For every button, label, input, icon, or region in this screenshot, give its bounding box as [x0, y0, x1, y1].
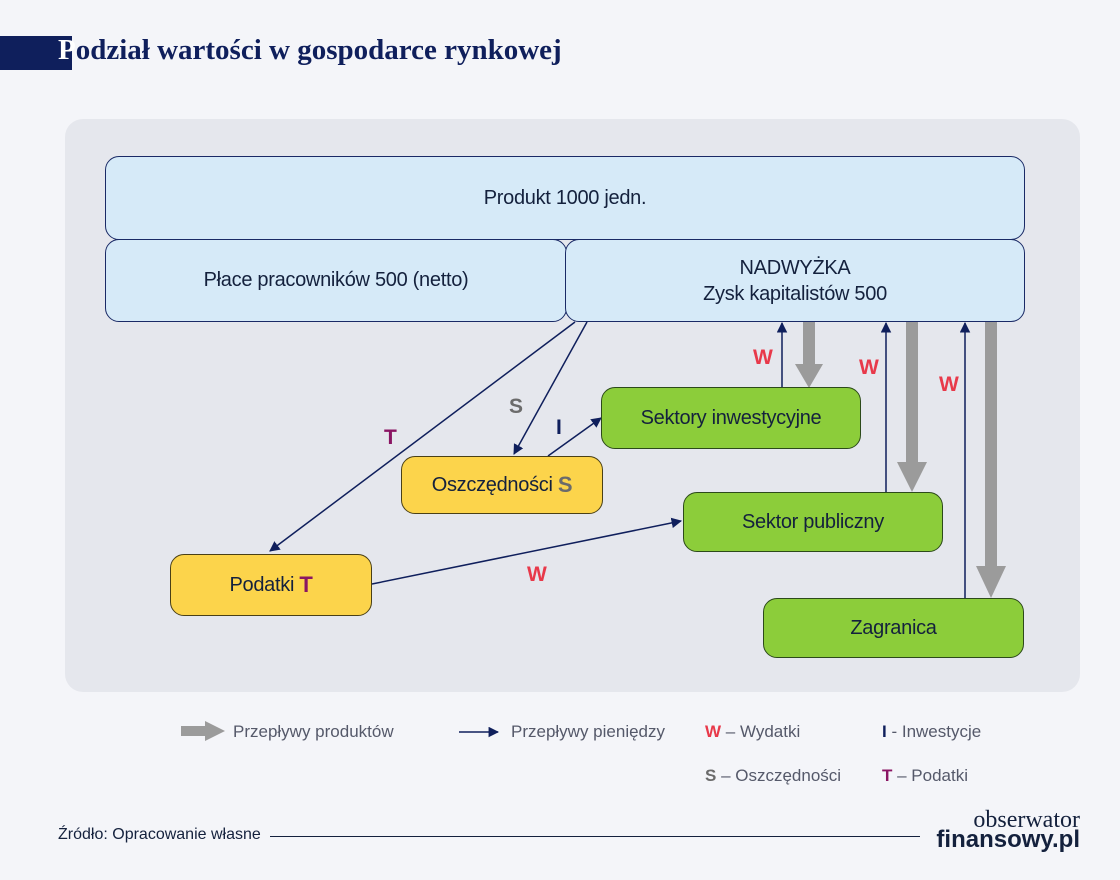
box-surplus-line1: NADWYŻKA — [739, 256, 851, 279]
page-title: Podział wartości w gospodarce rynkowej — [58, 34, 562, 67]
legend-t-key: T — [882, 766, 893, 785]
publisher-logo: obserwator finansowy.pl — [930, 807, 1080, 853]
product-flow-to-investment-shaft — [803, 322, 815, 366]
box-taxes-mark: T — [299, 572, 313, 597]
product-flow-to-public-head — [897, 462, 927, 492]
flow-label-w-abroad: W — [939, 373, 959, 396]
legend-taxes: T – Podatki — [882, 766, 968, 786]
box-taxes-label: Podatki — [229, 573, 295, 596]
source-divider — [270, 836, 920, 837]
legend-i-key: I — [882, 722, 887, 741]
box-product-label: Produkt 1000 jedn. — [483, 186, 647, 209]
box-savings: Oszczędności S — [401, 456, 603, 514]
flow-label-w-taxes-to-public: W — [527, 563, 547, 586]
legend-s-key: S — [705, 766, 717, 785]
money-flow-surplus-to-taxes — [269, 321, 576, 552]
box-abroad-label: Zagranica — [850, 616, 937, 639]
legend-s-text: – Oszczędności — [716, 766, 842, 785]
box-savings-mark: S — [557, 472, 573, 497]
box-wages-label: Płace pracowników 500 (netto) — [203, 269, 469, 291]
flow-label-w-public: W — [859, 356, 879, 379]
legend-product-flow-shaft — [181, 726, 207, 736]
money-flow-savings-to-investment — [547, 417, 602, 457]
product-flow-to-public-shaft — [906, 322, 918, 464]
flow-label-savings: S — [509, 395, 524, 418]
box-investment-sectors: Sektory inwestycyjne — [601, 387, 861, 449]
box-public-sector-label: Sektor publiczny — [742, 510, 884, 533]
legend-expenses: W – Wydatki — [705, 722, 800, 742]
logo-line2: finansowy.pl — [936, 826, 1080, 853]
money-flow-taxes-to-public — [371, 517, 683, 585]
title-first-letter: P — [58, 34, 76, 66]
title-accent-bar — [0, 36, 72, 70]
legend-product-flow-head — [205, 721, 225, 741]
box-investment-sectors-label: Sektory inwestycyjne — [640, 406, 822, 429]
flow-label-w-investment: W — [753, 346, 773, 369]
flow-label-taxes: T — [384, 426, 397, 449]
source-note: Źródło: Opracowanie własne — [58, 826, 261, 843]
flow-label-investment: I — [556, 416, 562, 439]
legend-t-text: – Podatki — [892, 766, 968, 785]
box-surplus-line2: Zysk kapitalistów 500 — [703, 282, 887, 305]
box-abroad: Zagranica — [763, 598, 1024, 658]
legend-savings: S – Oszczędności — [705, 766, 841, 786]
legend-i-text: - Inwestycje — [886, 722, 982, 741]
box-product: Produkt 1000 jedn. — [105, 156, 1025, 240]
legend-investments: I - Inwestycje — [882, 722, 981, 742]
logo-line1: obserwator — [973, 807, 1080, 833]
box-taxes: Podatki T — [170, 554, 372, 616]
box-wages: Płace pracowników 500 (netto) — [105, 239, 567, 322]
legend-money-flows: Przepływy pieniędzy — [511, 722, 666, 741]
title-rest: odział wartości w gospodarce rynkowej — [75, 34, 562, 66]
box-savings-label: Oszczędności — [431, 473, 553, 496]
product-flow-to-investment-head — [795, 364, 823, 388]
legend-w-key: W — [705, 722, 722, 741]
box-public-sector: Sektor publiczny — [683, 492, 943, 552]
product-flow-to-abroad-shaft — [985, 322, 997, 568]
box-surplus: NADWYŻKA Zysk kapitalistów 500 — [565, 239, 1025, 322]
money-flow-surplus-to-savings — [513, 321, 588, 455]
legend-w-text: – Wydatki — [721, 722, 801, 741]
product-flow-to-abroad-head — [976, 566, 1006, 598]
legend-product-flows: Przepływy produktów — [233, 722, 394, 741]
